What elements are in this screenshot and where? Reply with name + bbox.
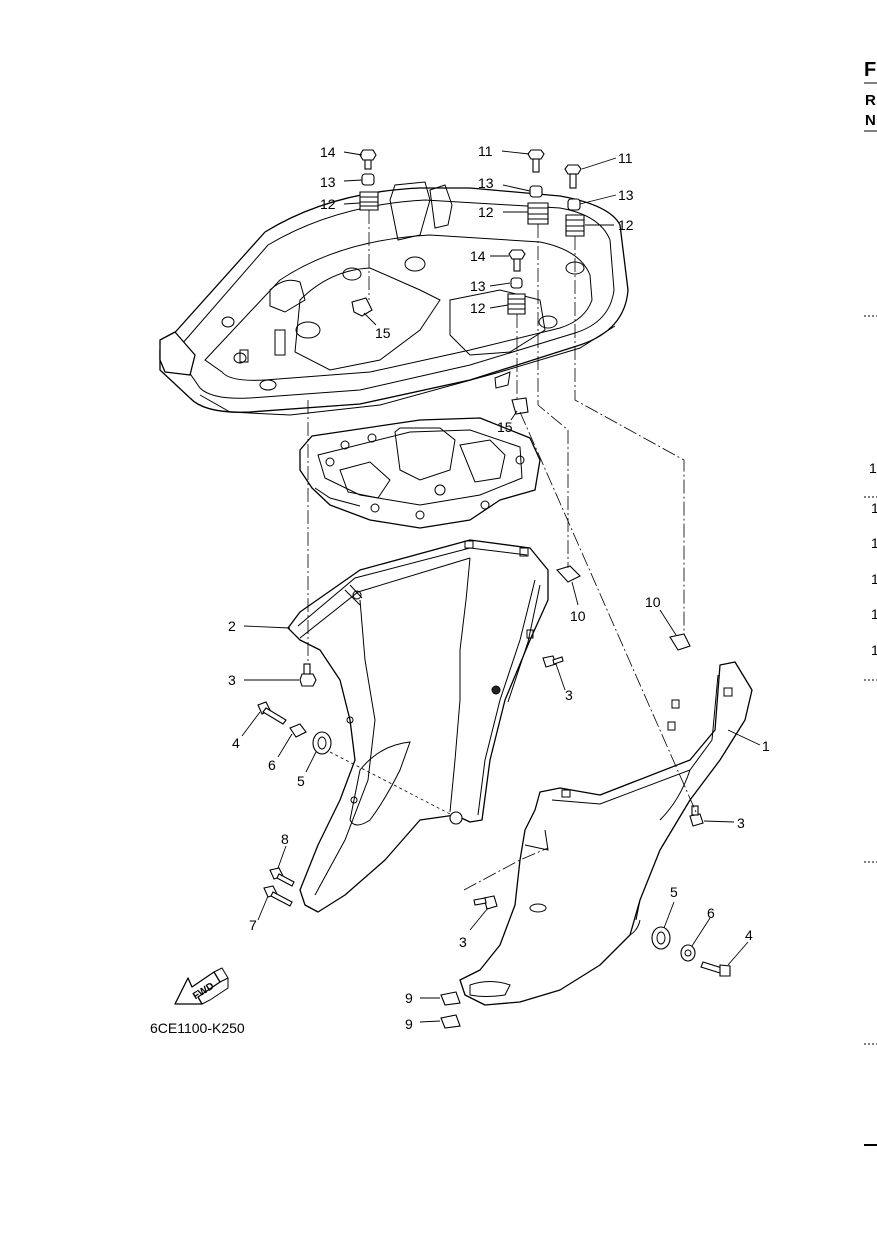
callout-13: 13 (478, 175, 494, 191)
edge-digit: 1 (871, 535, 877, 551)
starboard-side-cowling (459, 661, 753, 1006)
callout-10: 10 (570, 608, 586, 624)
callout-7: 7 (249, 917, 257, 933)
callout-14: 14 (320, 144, 336, 160)
callout-12: 12 (478, 204, 494, 220)
callout-6: 6 (707, 905, 715, 921)
callout-3: 3 (228, 672, 236, 688)
right-edge-fragment: F R N 1 1 1 1 1 1 (864, 59, 877, 1146)
callout-11: 11 (618, 150, 633, 166)
callout-11: 11 (478, 143, 493, 159)
engine-base-casting (299, 417, 541, 529)
callout-14: 14 (470, 248, 486, 264)
callout-13: 13 (470, 278, 486, 294)
callout-12: 12 (320, 196, 336, 212)
callout-4: 4 (745, 927, 753, 943)
callout-6: 6 (268, 757, 276, 773)
callout-13: 13 (320, 174, 336, 190)
fwd-arrow-icon: FWD (174, 967, 229, 1005)
callout-8: 8 (281, 831, 289, 847)
edge-letter-f: F (864, 59, 876, 81)
callout-10: 10 (645, 594, 661, 610)
callout-1: 1 (762, 738, 770, 754)
edge-digit: 1 (871, 642, 877, 658)
edge-digit: 1 (871, 571, 877, 587)
edge-digit: 1 (871, 500, 877, 516)
callout-3: 3 (459, 934, 467, 950)
leader-lines (241, 150, 761, 1023)
callout-labels: 14 13 12 15 11 13 12 11 13 12 14 13 12 1… (228, 143, 770, 1032)
callout-12: 12 (470, 300, 486, 316)
callout-3: 3 (737, 815, 745, 831)
callout-12: 12 (618, 217, 634, 233)
alignment-lines (307, 210, 697, 891)
upper-cowling-tray (159, 181, 629, 416)
top-hardware (351, 149, 691, 651)
callout-13: 13 (618, 187, 634, 203)
edge-letter-r: R (865, 92, 876, 109)
callout-2: 2 (228, 618, 236, 634)
callout-5: 5 (297, 773, 305, 789)
callout-9: 9 (405, 1016, 413, 1032)
callout-5: 5 (670, 884, 678, 900)
edge-digit: 1 (869, 460, 877, 476)
edge-digit: 1 (871, 606, 877, 622)
diagram-code: 6CE1100-K250 (150, 1020, 245, 1036)
port-side-cowling (287, 539, 549, 913)
callout-3: 3 (565, 687, 573, 703)
callout-4: 4 (232, 735, 240, 751)
callout-15: 15 (375, 325, 391, 341)
callout-9: 9 (405, 990, 413, 1006)
edge-letter-n: N (865, 112, 876, 129)
callout-15: 15 (497, 419, 513, 435)
